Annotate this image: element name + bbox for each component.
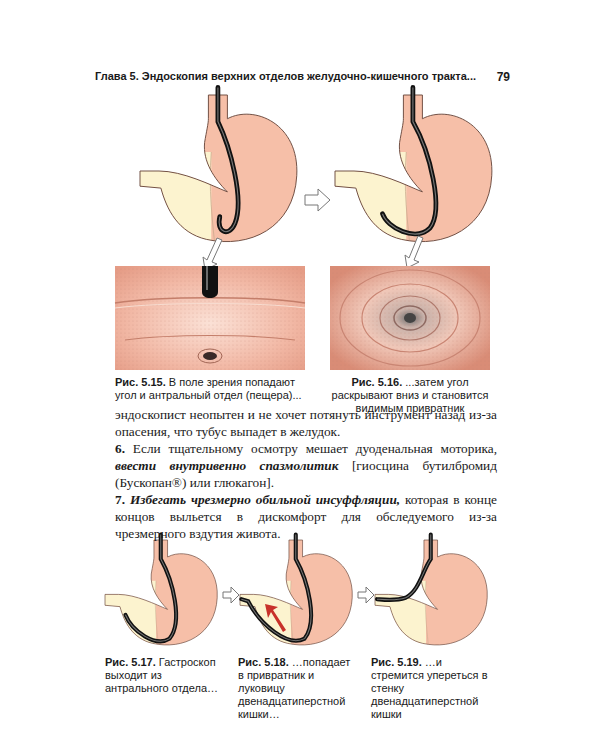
view-arrow	[405, 236, 423, 268]
figure-number: Рис. 5.17.	[105, 656, 156, 668]
stomach-figure	[330, 87, 492, 256]
view-arrow	[203, 238, 222, 270]
chapter-title: Глава 5. Эндоскопия верхних отделов желу…	[95, 70, 476, 82]
page-number: 79	[497, 70, 510, 84]
flow-arrow	[223, 587, 239, 603]
emphasis: ввести внутривенно спазмолитик	[115, 458, 339, 473]
figure-number: Рис. 5.19.	[371, 656, 422, 668]
figure-number: Рис. 5.18.	[238, 656, 289, 668]
flow-arrow	[358, 587, 374, 603]
flow-arrow	[305, 189, 330, 211]
endoscopic-view	[330, 266, 490, 370]
stomach-figure	[102, 535, 218, 656]
list-number: 6.	[115, 441, 125, 456]
stomach-figure	[237, 535, 353, 656]
stomach-figure	[372, 535, 488, 656]
page-number-box: 79	[470, 70, 510, 84]
figure-number: Рис. 5.16.	[351, 376, 402, 388]
figure-caption: Рис. 5.19. …и стремится упереться в стен…	[371, 656, 493, 721]
emphasis: Избегать чрезмерно обильной инсуффляции,	[130, 492, 400, 507]
stomach-figure	[135, 87, 297, 256]
running-header: Глава 5. Эндоскопия верхних отделов желу…	[95, 70, 476, 82]
paragraph: эндоскопист неопытен и не хочет потянуть…	[115, 407, 497, 439]
endoscopic-view	[115, 266, 305, 370]
figure-caption: Рис. 5.17. Гастроскоп выходит из антраль…	[105, 656, 223, 695]
figure-caption: Рис. 5.15. В поле зрения попадают угол и…	[115, 376, 305, 402]
figure-caption: Рис. 5.18. …попадает в привратник и луко…	[238, 656, 358, 721]
motion-arrow	[265, 604, 286, 632]
paragraph: Если тщательному осмотру мешает дуоденал…	[133, 441, 497, 456]
list-number: 7.	[115, 492, 125, 507]
figure-number: Рис. 5.15.	[115, 376, 166, 388]
body-text: эндоскопист неопытен и не хочет потянуть…	[115, 406, 497, 542]
